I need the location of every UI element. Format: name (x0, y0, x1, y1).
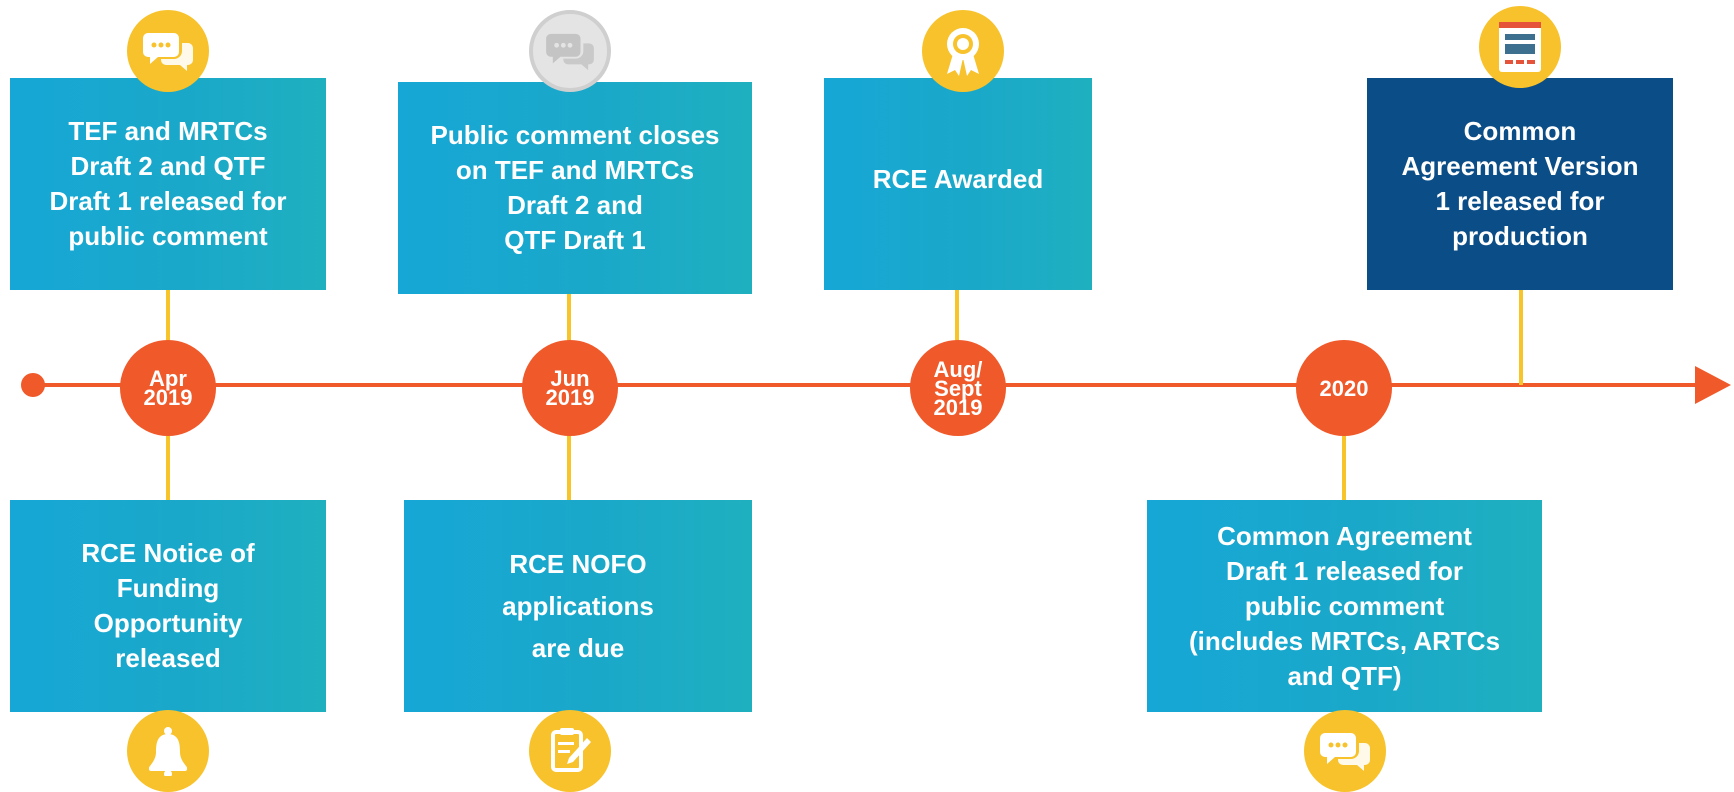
timeline-start-dot (21, 373, 45, 397)
connector-apr-top (166, 290, 170, 346)
bell-icon (127, 710, 209, 792)
date-label-aug2019: Aug/ Sept 2019 (933, 356, 983, 420)
connector-aug-top (955, 290, 959, 346)
milestone-2020-bottom-text: Common Agreement Draft 1 released for pu… (1188, 520, 1501, 691)
award-ribbon-icon (922, 10, 1004, 92)
connector-apr-bottom (166, 430, 170, 500)
timeline-arrow-head (1695, 366, 1731, 404)
milestone-jun2019-top-box: Public comment closes on TEF and MRTCs D… (398, 82, 752, 294)
milestone-jun2019-top-text: Public comment closes on TEF and MRTCs D… (430, 120, 720, 255)
chat-bubbles-icon (127, 10, 209, 92)
date-label-apr2019: Apr 2019 (143, 366, 193, 410)
milestone-apr2019-top-text: TEF and MRTCs Draft 2 and QTF Draft 1 re… (49, 116, 287, 251)
browser-window-icon (1479, 6, 1561, 88)
timeline-axis (33, 383, 1698, 387)
date-label-2020: 2020 (1319, 375, 1369, 401)
date-node-aug2019: Aug/ Sept 2019 (910, 340, 1006, 436)
date-node-2020: 2020 (1296, 340, 1392, 436)
milestone-apr2019-bottom-box: RCE Notice of Funding Opportunity releas… (10, 500, 326, 712)
milestone-jun2019-bottom-box: RCE NOFO applications are due (404, 500, 752, 712)
connector-jun-top (567, 294, 571, 346)
milestone-apr2019-bottom-text: RCE Notice of Funding Opportunity releas… (81, 538, 255, 673)
milestone-2020-bottom-box: Common Agreement Draft 1 released for pu… (1147, 500, 1542, 712)
date-node-jun2019: Jun 2019 (522, 340, 618, 436)
milestone-2020-top-text: Common Agreement Version 1 released for … (1401, 116, 1639, 251)
milestone-apr2019-top-box: TEF and MRTCs Draft 2 and QTF Draft 1 re… (10, 78, 326, 290)
connector-jun-bottom (567, 430, 571, 500)
connector-2020-top (1519, 290, 1523, 385)
date-label-jun2019: Jun 2019 (545, 366, 595, 410)
milestone-jun2019-bottom-text: RCE NOFO applications are due (502, 549, 654, 663)
milestone-aug2019-top-box: RCE Awarded (824, 78, 1092, 290)
document-pen-icon (529, 710, 611, 792)
chat-bubbles-icon (1304, 710, 1386, 792)
connector-2020-bottom (1342, 430, 1346, 500)
milestone-aug2019-top-text: RCE Awarded (872, 164, 1044, 194)
date-node-apr2019: Apr 2019 (120, 340, 216, 436)
chat-bubbles-icon (529, 10, 611, 92)
milestone-2020-top-box: Common Agreement Version 1 released for … (1367, 78, 1673, 290)
